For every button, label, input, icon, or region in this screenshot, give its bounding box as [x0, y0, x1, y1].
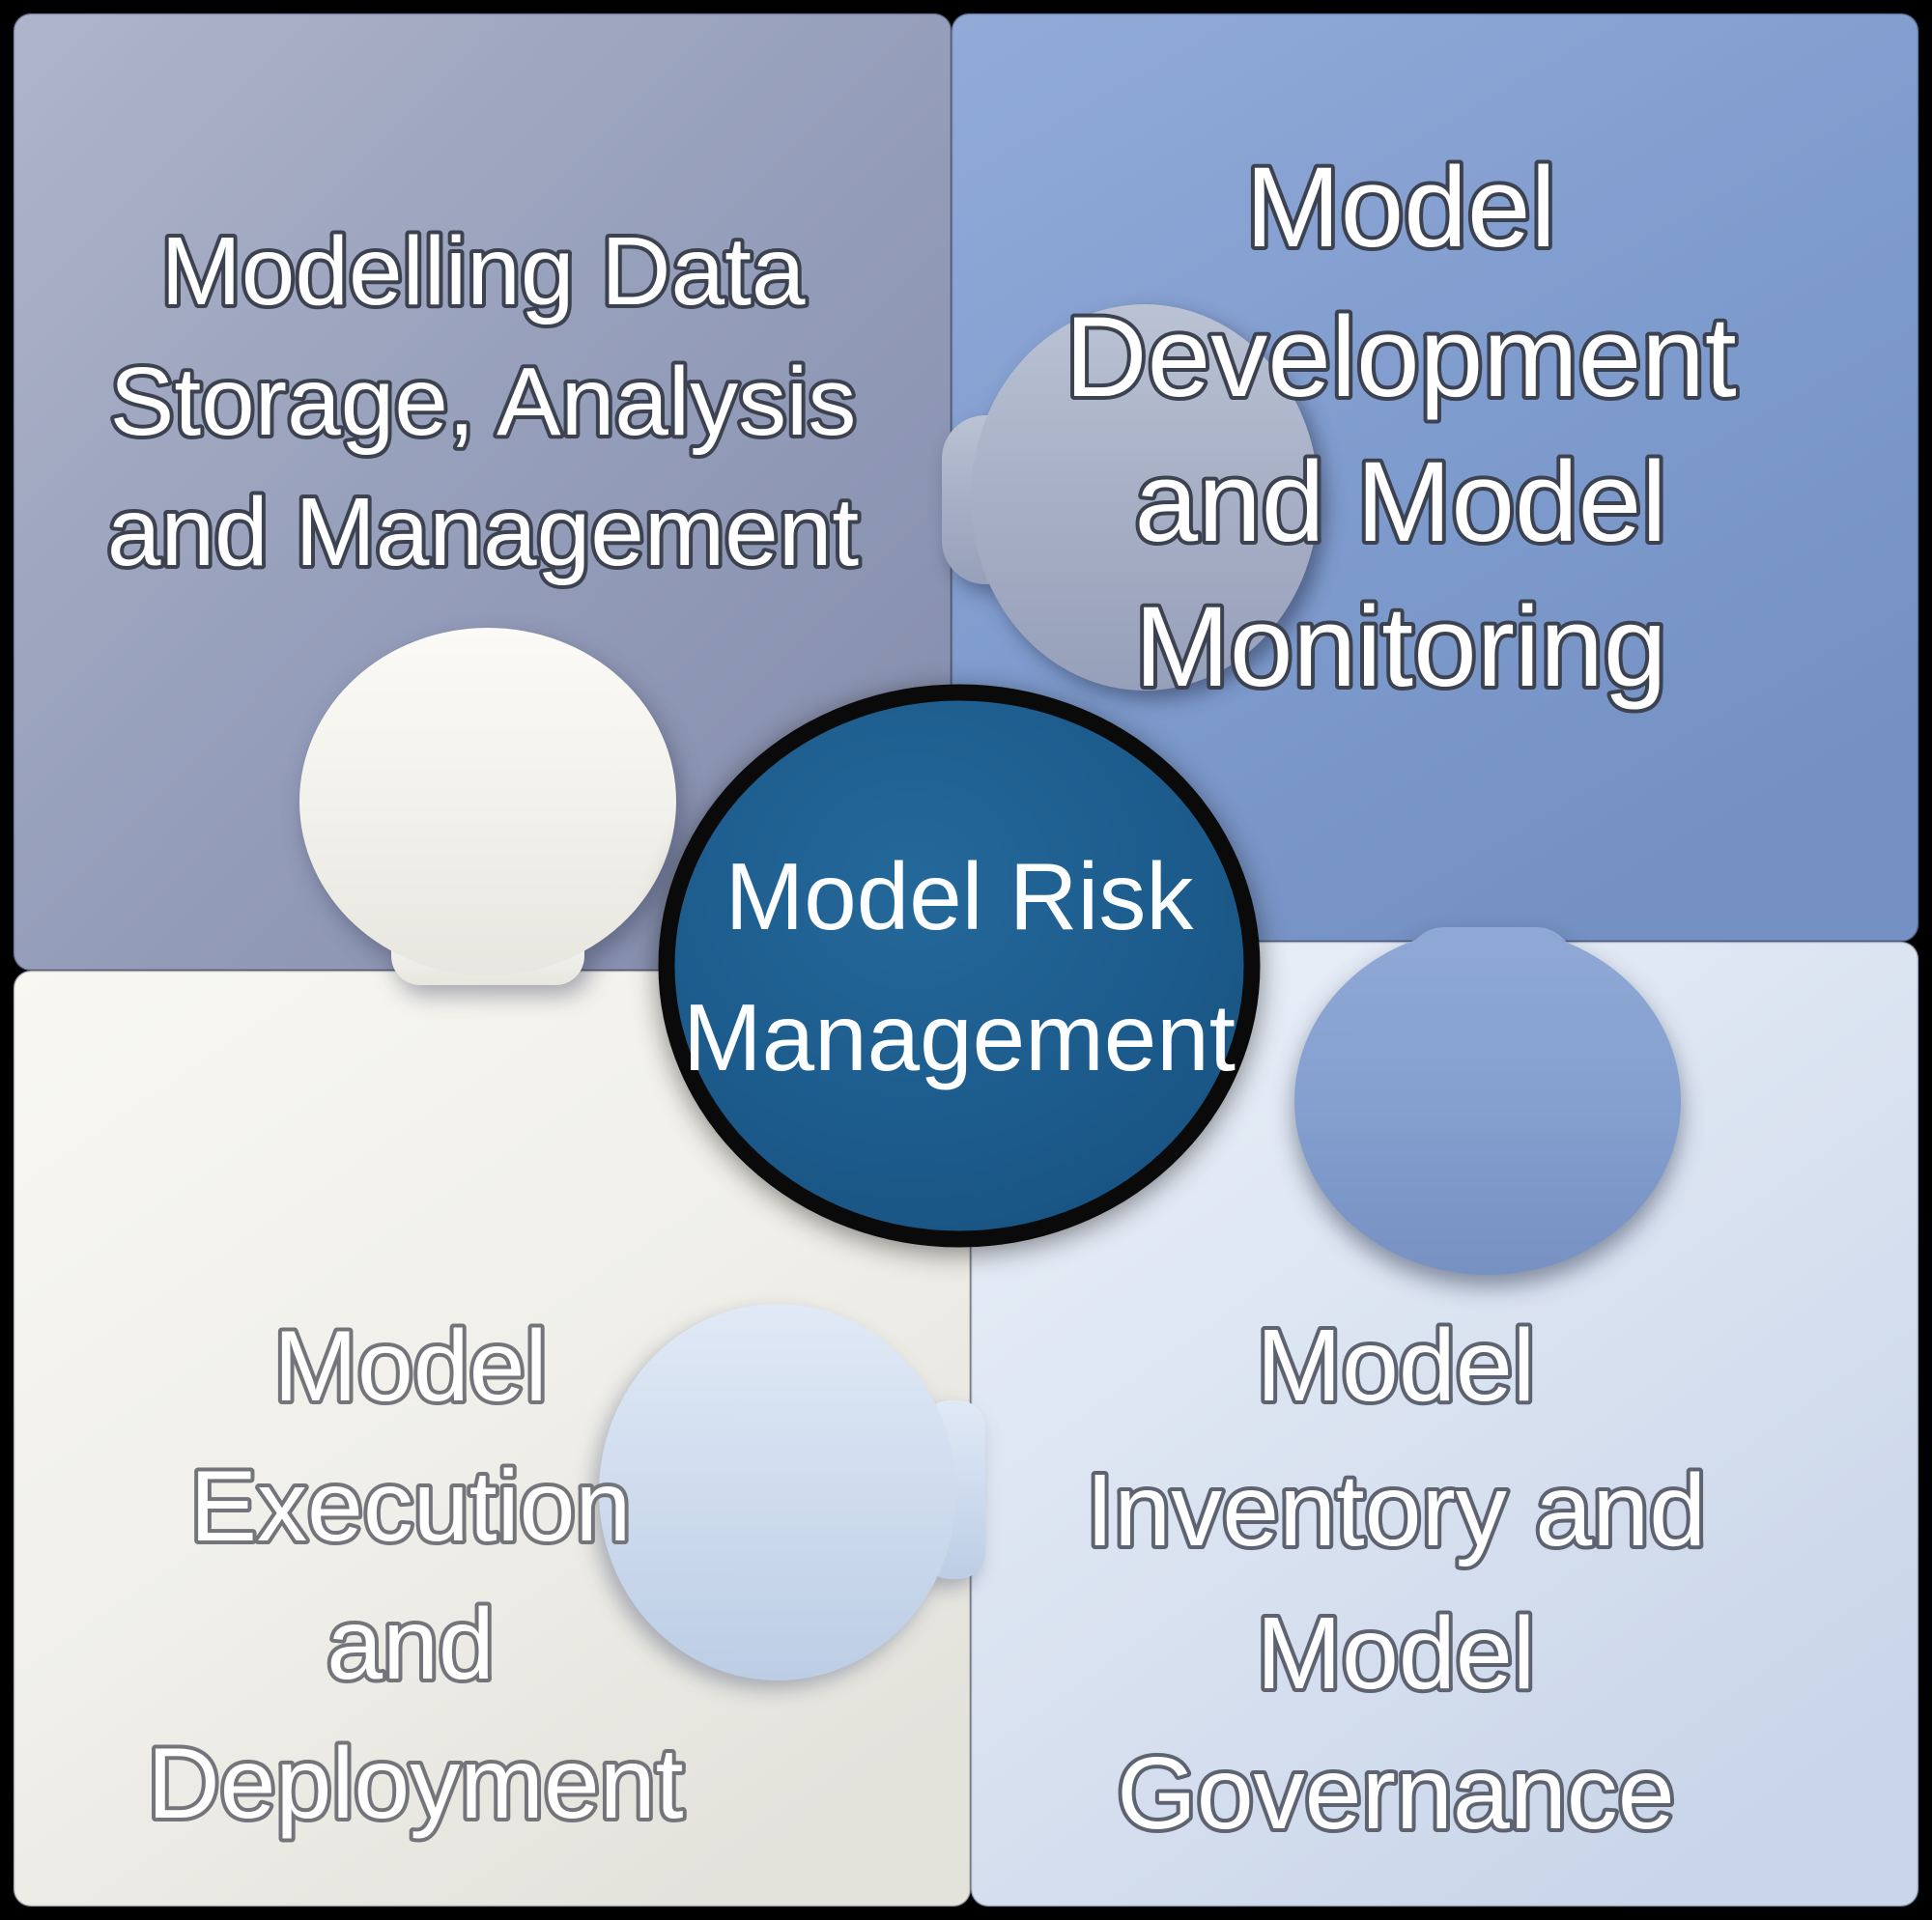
tab-of-bottom-left-piece — [299, 628, 676, 985]
center-circle-line-2: Management — [683, 984, 1236, 1090]
label-top-left-line-3: and Management — [107, 478, 860, 586]
label-bottom-left: Model Execution and Deployment — [144, 1307, 688, 1844]
label-bottom-right-line-2: Inventory and — [1086, 1454, 1706, 1567]
label-bottom-right: Model Inventory and Model Governance — [1082, 1305, 1710, 1854]
center-circle-label: Model Risk Management — [683, 843, 1236, 1090]
label-bottom-left-line-4: Deployment — [148, 1728, 684, 1840]
center-circle-line-1: Model Risk — [725, 843, 1195, 949]
label-top-right-line-4: Monitoring — [1135, 583, 1667, 711]
tab-of-bottom-right-piece — [599, 1304, 985, 1680]
label-bottom-left-line-2: Execution — [190, 1451, 632, 1563]
label-bottom-left-line-3: and — [327, 1589, 495, 1701]
label-top-right-line-2: Development — [1065, 294, 1736, 421]
label-top-left-line-1: Modelling Data — [160, 217, 805, 325]
tab-of-top-right-piece — [1294, 927, 1681, 1275]
label-bottom-right-line-4: Governance — [1117, 1736, 1674, 1850]
label-bottom-right-line-3: Model — [1257, 1596, 1536, 1710]
label-top-right: Model Development and Model Monitoring — [1061, 140, 1740, 715]
label-bottom-right-line-1: Model — [1257, 1309, 1536, 1423]
label-bottom-left-line-1: Model — [273, 1311, 547, 1423]
label-top-right-line-1: Model — [1245, 144, 1555, 271]
label-top-left: Modelling Data Storage, Analysis and Man… — [103, 213, 864, 590]
tab-of-top-left-piece — [942, 304, 1319, 691]
center-circle — [658, 684, 1261, 1248]
label-top-right-line-3: and Model — [1134, 438, 1666, 566]
label-top-left-line-2: Storage, Analysis — [110, 348, 857, 456]
